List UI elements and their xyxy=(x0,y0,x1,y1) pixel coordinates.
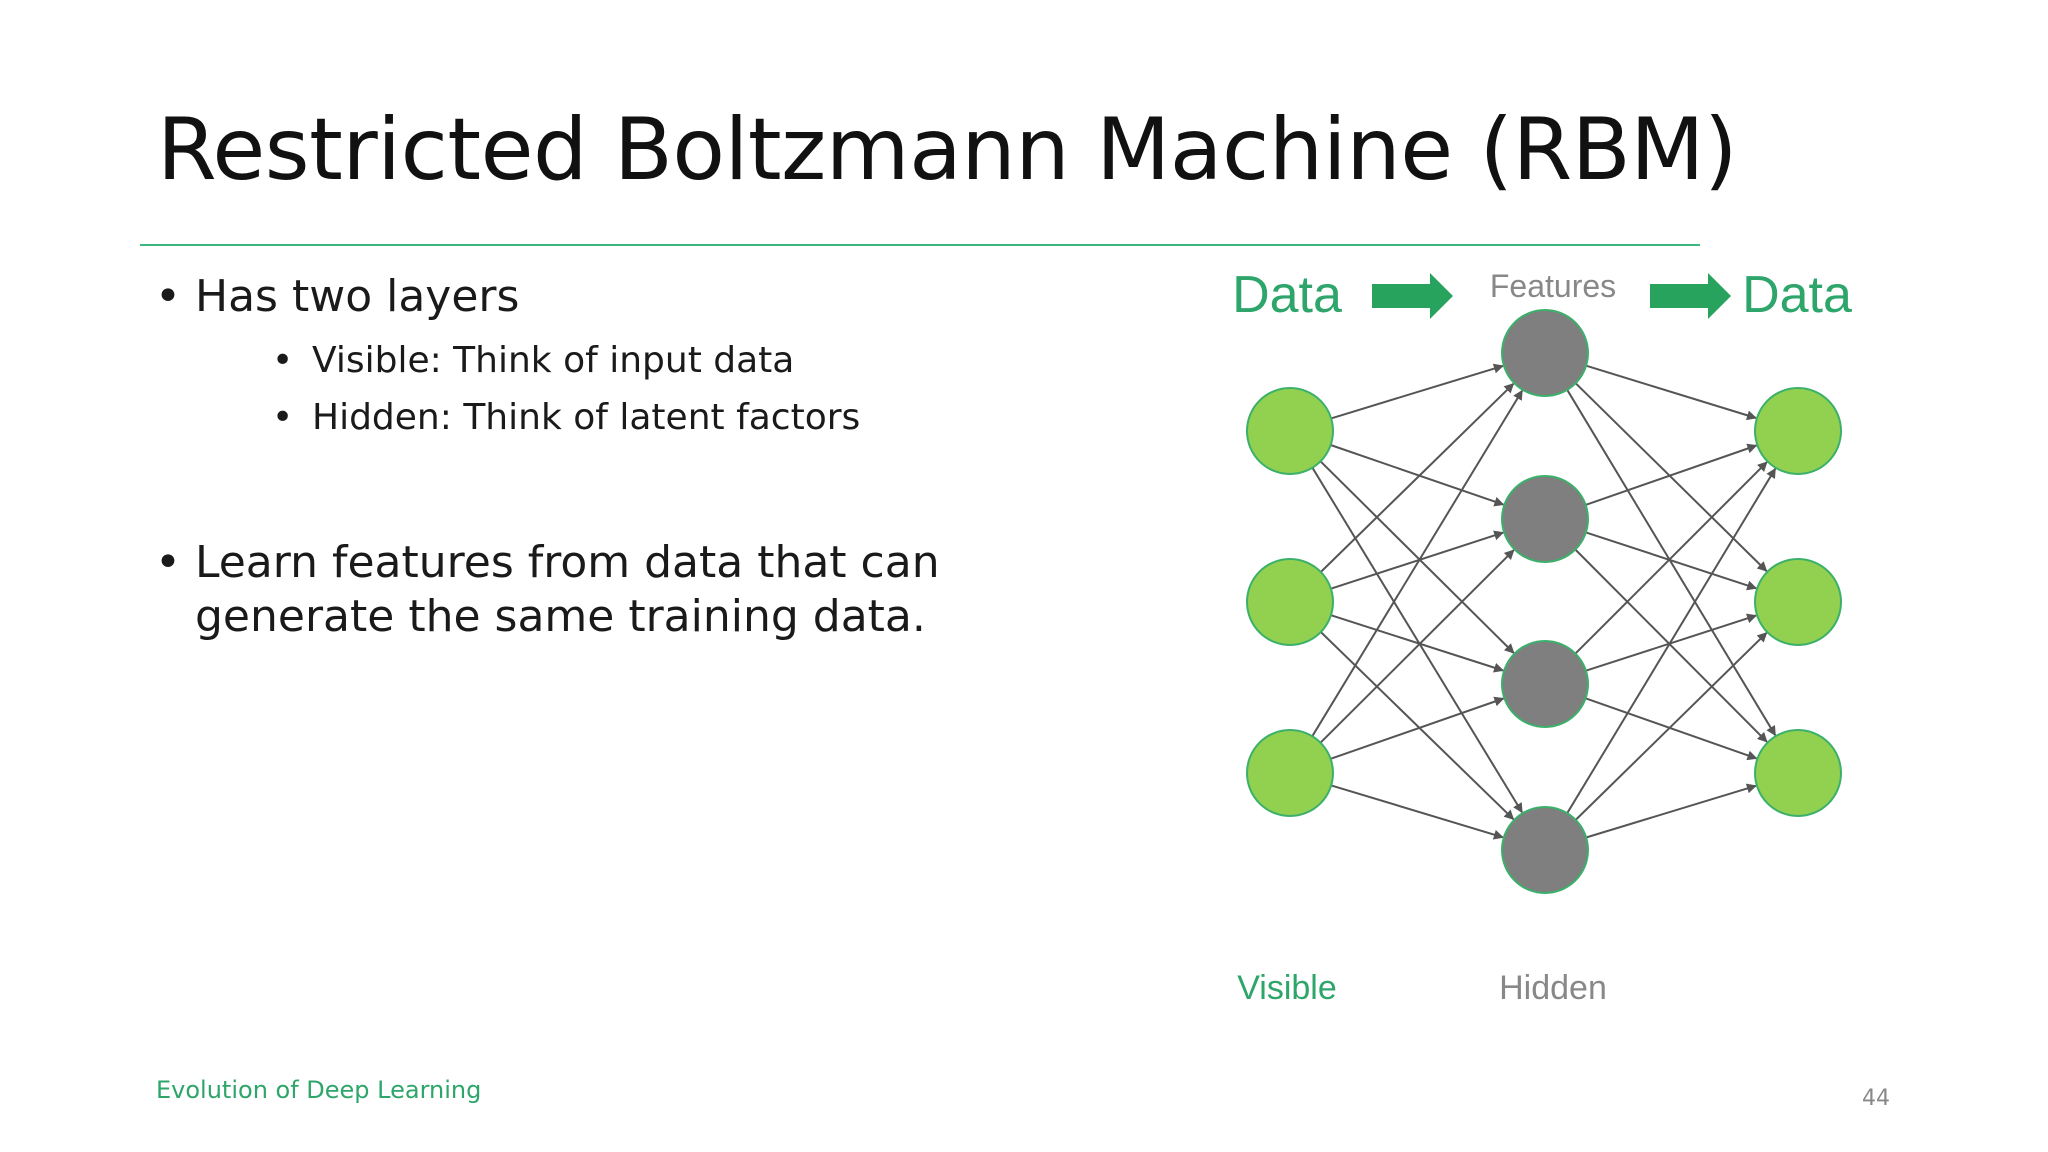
connection-edges xyxy=(1311,363,1777,840)
visible-output-node xyxy=(1754,729,1842,817)
visible-layer-label: Visible xyxy=(1237,969,1337,1007)
slide-title: Restricted Boltzmann Machine (RBM) xyxy=(157,100,1738,200)
bullet-list: Has two layers Visible: Think of input d… xyxy=(155,270,1055,644)
visible-input-node xyxy=(1246,387,1334,475)
page-number: 44 xyxy=(1862,1086,1890,1111)
connection-edge xyxy=(1574,632,1768,821)
connection-edge xyxy=(1574,548,1768,743)
connection-edge xyxy=(1585,443,1758,506)
connection-edge xyxy=(1574,461,1768,655)
title-divider xyxy=(140,244,1700,246)
hidden-node xyxy=(1501,475,1589,563)
bullet-text: Learn features from data that can genera… xyxy=(195,537,940,642)
connection-edge xyxy=(1566,467,1777,814)
visible-output-node xyxy=(1754,387,1842,475)
connection-edge xyxy=(1585,531,1758,591)
connection-edge xyxy=(1330,363,1504,420)
bullet-item: Learn features from data that can genera… xyxy=(155,536,955,644)
features-label: Features xyxy=(1490,268,1616,304)
connection-edge xyxy=(1330,614,1505,673)
visible-output-node xyxy=(1754,558,1842,646)
connection-edge xyxy=(1574,382,1768,572)
sub-bullet-list: Visible: Think of input data Hidden: Thi… xyxy=(195,332,1055,446)
connection-edge xyxy=(1330,696,1505,760)
connection-edge xyxy=(1320,382,1515,573)
connection-edge xyxy=(1566,389,1777,737)
footer-text: Evolution of Deep Learning xyxy=(156,1076,482,1104)
bullet-item: Has two layers Visible: Think of input d… xyxy=(155,270,1055,446)
input-data-label: Data xyxy=(1232,266,1342,324)
visible-input-node xyxy=(1246,558,1334,646)
right-arrow-icon xyxy=(1650,273,1731,319)
right-arrow-icon xyxy=(1372,273,1453,319)
sub-bullet-item: Hidden: Think of latent factors xyxy=(195,389,1055,446)
bullet-text: Has two layers xyxy=(195,271,520,322)
hidden-node xyxy=(1501,806,1589,894)
connection-edge xyxy=(1585,364,1757,421)
connection-edge xyxy=(1330,784,1504,840)
connection-edge xyxy=(1319,460,1515,654)
connection-edge xyxy=(1330,530,1505,590)
output-data-label: Data xyxy=(1742,266,1852,324)
connection-edge xyxy=(1319,549,1515,744)
connection-edge xyxy=(1311,389,1524,737)
hidden-node xyxy=(1501,309,1589,397)
connection-edge xyxy=(1330,444,1505,507)
connection-edge xyxy=(1585,697,1758,761)
network-nodes xyxy=(1246,309,1842,894)
connection-edge xyxy=(1311,467,1523,814)
hidden-layer-label: Hidden xyxy=(1499,969,1607,1007)
connection-edge xyxy=(1320,631,1515,821)
connection-edge xyxy=(1585,783,1757,839)
sub-bullet-item: Visible: Think of input data xyxy=(195,332,1055,389)
hidden-node xyxy=(1501,640,1589,728)
visible-input-node xyxy=(1246,729,1334,817)
